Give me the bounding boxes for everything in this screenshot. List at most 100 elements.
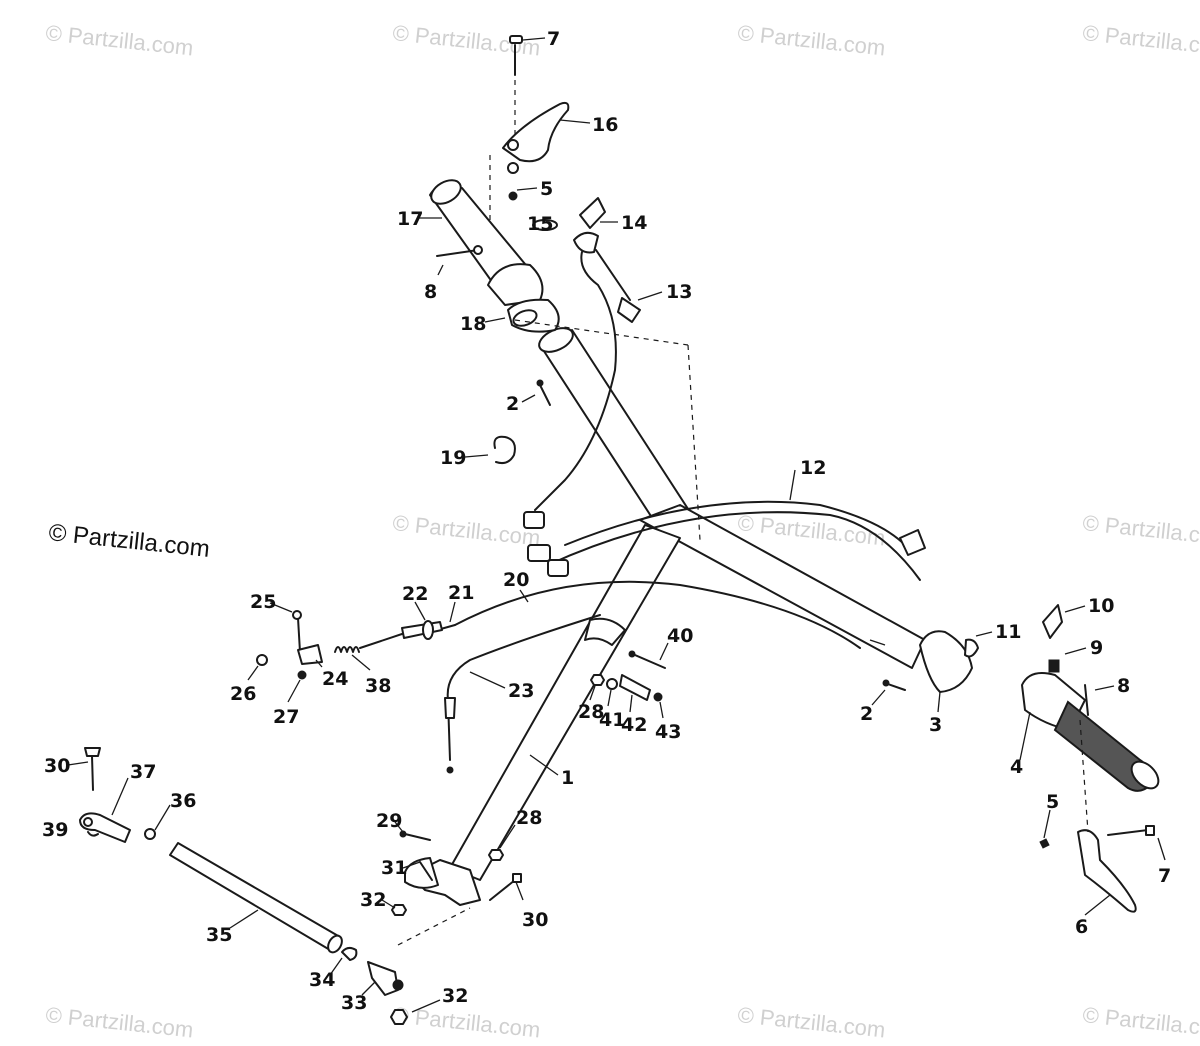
connector-plug bbox=[523, 511, 545, 529]
callout-label: 9 bbox=[1090, 637, 1103, 659]
callout-label: 26 bbox=[230, 683, 256, 705]
callout-label: 2 bbox=[860, 703, 873, 725]
bolt-head bbox=[509, 35, 523, 44]
callout-label: 8 bbox=[424, 281, 437, 303]
spring bbox=[334, 646, 360, 653]
linkage-clevis bbox=[297, 644, 323, 665]
callout-label: 30 bbox=[522, 909, 548, 931]
watermark: © Partzilla.com bbox=[391, 1002, 541, 1042]
callout-label: 40 bbox=[667, 625, 693, 647]
washer bbox=[507, 139, 519, 151]
ball-joint bbox=[367, 961, 399, 996]
main-watermark: © Partzilla.com bbox=[47, 519, 211, 563]
handlebar-assembly bbox=[404, 327, 926, 906]
plate bbox=[619, 674, 651, 701]
nut bbox=[1039, 838, 1050, 849]
nut bbox=[653, 692, 663, 702]
callout-label: 22 bbox=[402, 583, 428, 605]
callout-layer: 7 16 5 17 15 14 8 13 18 2 19 12 25 bbox=[42, 28, 1171, 1014]
callout-label: 19 bbox=[440, 447, 466, 469]
clip bbox=[532, 219, 558, 231]
nut bbox=[256, 654, 268, 666]
callout-label: 23 bbox=[508, 680, 534, 702]
callout-label: 14 bbox=[621, 212, 647, 234]
callout-label: 10 bbox=[1088, 595, 1114, 617]
callout-label: 41 bbox=[599, 709, 625, 731]
cotter bbox=[297, 670, 307, 680]
callout-label: 37 bbox=[130, 761, 156, 783]
cotter-pin bbox=[87, 831, 99, 837]
callout-label: 5 bbox=[540, 178, 553, 200]
choke-cable bbox=[446, 614, 601, 761]
nut bbox=[508, 191, 518, 201]
callout-label: 7 bbox=[547, 28, 560, 50]
callout-label: 5 bbox=[1046, 791, 1059, 813]
bolt bbox=[539, 384, 551, 406]
callout-label: 7 bbox=[1158, 865, 1171, 887]
callout-label: 43 bbox=[655, 721, 681, 743]
post-clamp bbox=[584, 617, 626, 646]
callout-label: 27 bbox=[273, 706, 299, 728]
snap-ring bbox=[493, 435, 516, 465]
callout-label: 3 bbox=[929, 714, 942, 736]
callout-label: 2 bbox=[506, 393, 519, 415]
nut bbox=[390, 1009, 408, 1025]
kill-switch bbox=[579, 197, 606, 229]
pin bbox=[436, 249, 479, 257]
tie-rod-assembly bbox=[79, 747, 471, 1025]
watermark: © Partzilla.com bbox=[1081, 510, 1200, 550]
grip-clamp-upper bbox=[487, 263, 544, 306]
watermark: © Partzilla.com bbox=[391, 510, 541, 550]
callout-label: 38 bbox=[365, 675, 391, 697]
washer bbox=[606, 678, 618, 690]
callout-label: 13 bbox=[666, 281, 692, 303]
callout-label: 4 bbox=[1010, 756, 1023, 778]
switch-assembly bbox=[523, 197, 641, 529]
right-grip-assembly bbox=[882, 604, 1160, 792]
callout-label: 12 bbox=[800, 457, 826, 479]
callout-label: 20 bbox=[503, 569, 529, 591]
callout-label: 25 bbox=[250, 591, 276, 613]
callout-label: 16 bbox=[592, 114, 618, 136]
lower-lever-assembly bbox=[1039, 719, 1155, 913]
callout-label: 28 bbox=[578, 701, 604, 723]
switch-wire bbox=[534, 251, 617, 511]
brake-lever bbox=[502, 101, 570, 163]
nut bbox=[590, 674, 605, 686]
callout-label: 1 bbox=[561, 767, 574, 789]
clip bbox=[964, 638, 979, 658]
callout-label: 32 bbox=[442, 985, 468, 1007]
watermark-layer: © Partzilla.com © Partzilla.com © Partzi… bbox=[44, 20, 1200, 1042]
watermark: © Partzilla.com bbox=[44, 20, 194, 60]
watermark: © Partzilla.com bbox=[736, 1002, 886, 1042]
callout-label: 29 bbox=[376, 810, 402, 832]
connector bbox=[617, 297, 641, 323]
callout-label: 21 bbox=[448, 582, 474, 604]
callout-label: 36 bbox=[170, 790, 196, 812]
watermark: © Partzilla.com bbox=[44, 1002, 194, 1042]
callout-label: 42 bbox=[621, 714, 647, 736]
callout-label: 39 bbox=[42, 819, 68, 841]
pin bbox=[1084, 684, 1089, 716]
washer bbox=[507, 162, 519, 174]
callout-label: 6 bbox=[1075, 916, 1088, 938]
watermark: © Partzilla.com bbox=[1081, 20, 1200, 60]
carb-linkage bbox=[256, 610, 323, 680]
throttle-cable bbox=[454, 580, 861, 649]
callout-label: 28 bbox=[516, 807, 542, 829]
steering-post bbox=[449, 524, 681, 881]
callout-label: 24 bbox=[322, 668, 348, 690]
callout-label: 31 bbox=[381, 857, 407, 879]
callout-label: 11 bbox=[995, 621, 1021, 643]
adjuster-nut bbox=[422, 620, 434, 640]
wiring-harness bbox=[564, 500, 906, 546]
callout-label: 33 bbox=[341, 992, 367, 1014]
callout-label: 32 bbox=[360, 889, 386, 911]
nut bbox=[488, 849, 504, 861]
watermark: © Partzilla.com bbox=[736, 20, 886, 60]
cables bbox=[334, 319, 926, 774]
callout-label: 17 bbox=[397, 208, 423, 230]
lever bbox=[1042, 604, 1063, 639]
clamp-hardware bbox=[590, 650, 666, 702]
